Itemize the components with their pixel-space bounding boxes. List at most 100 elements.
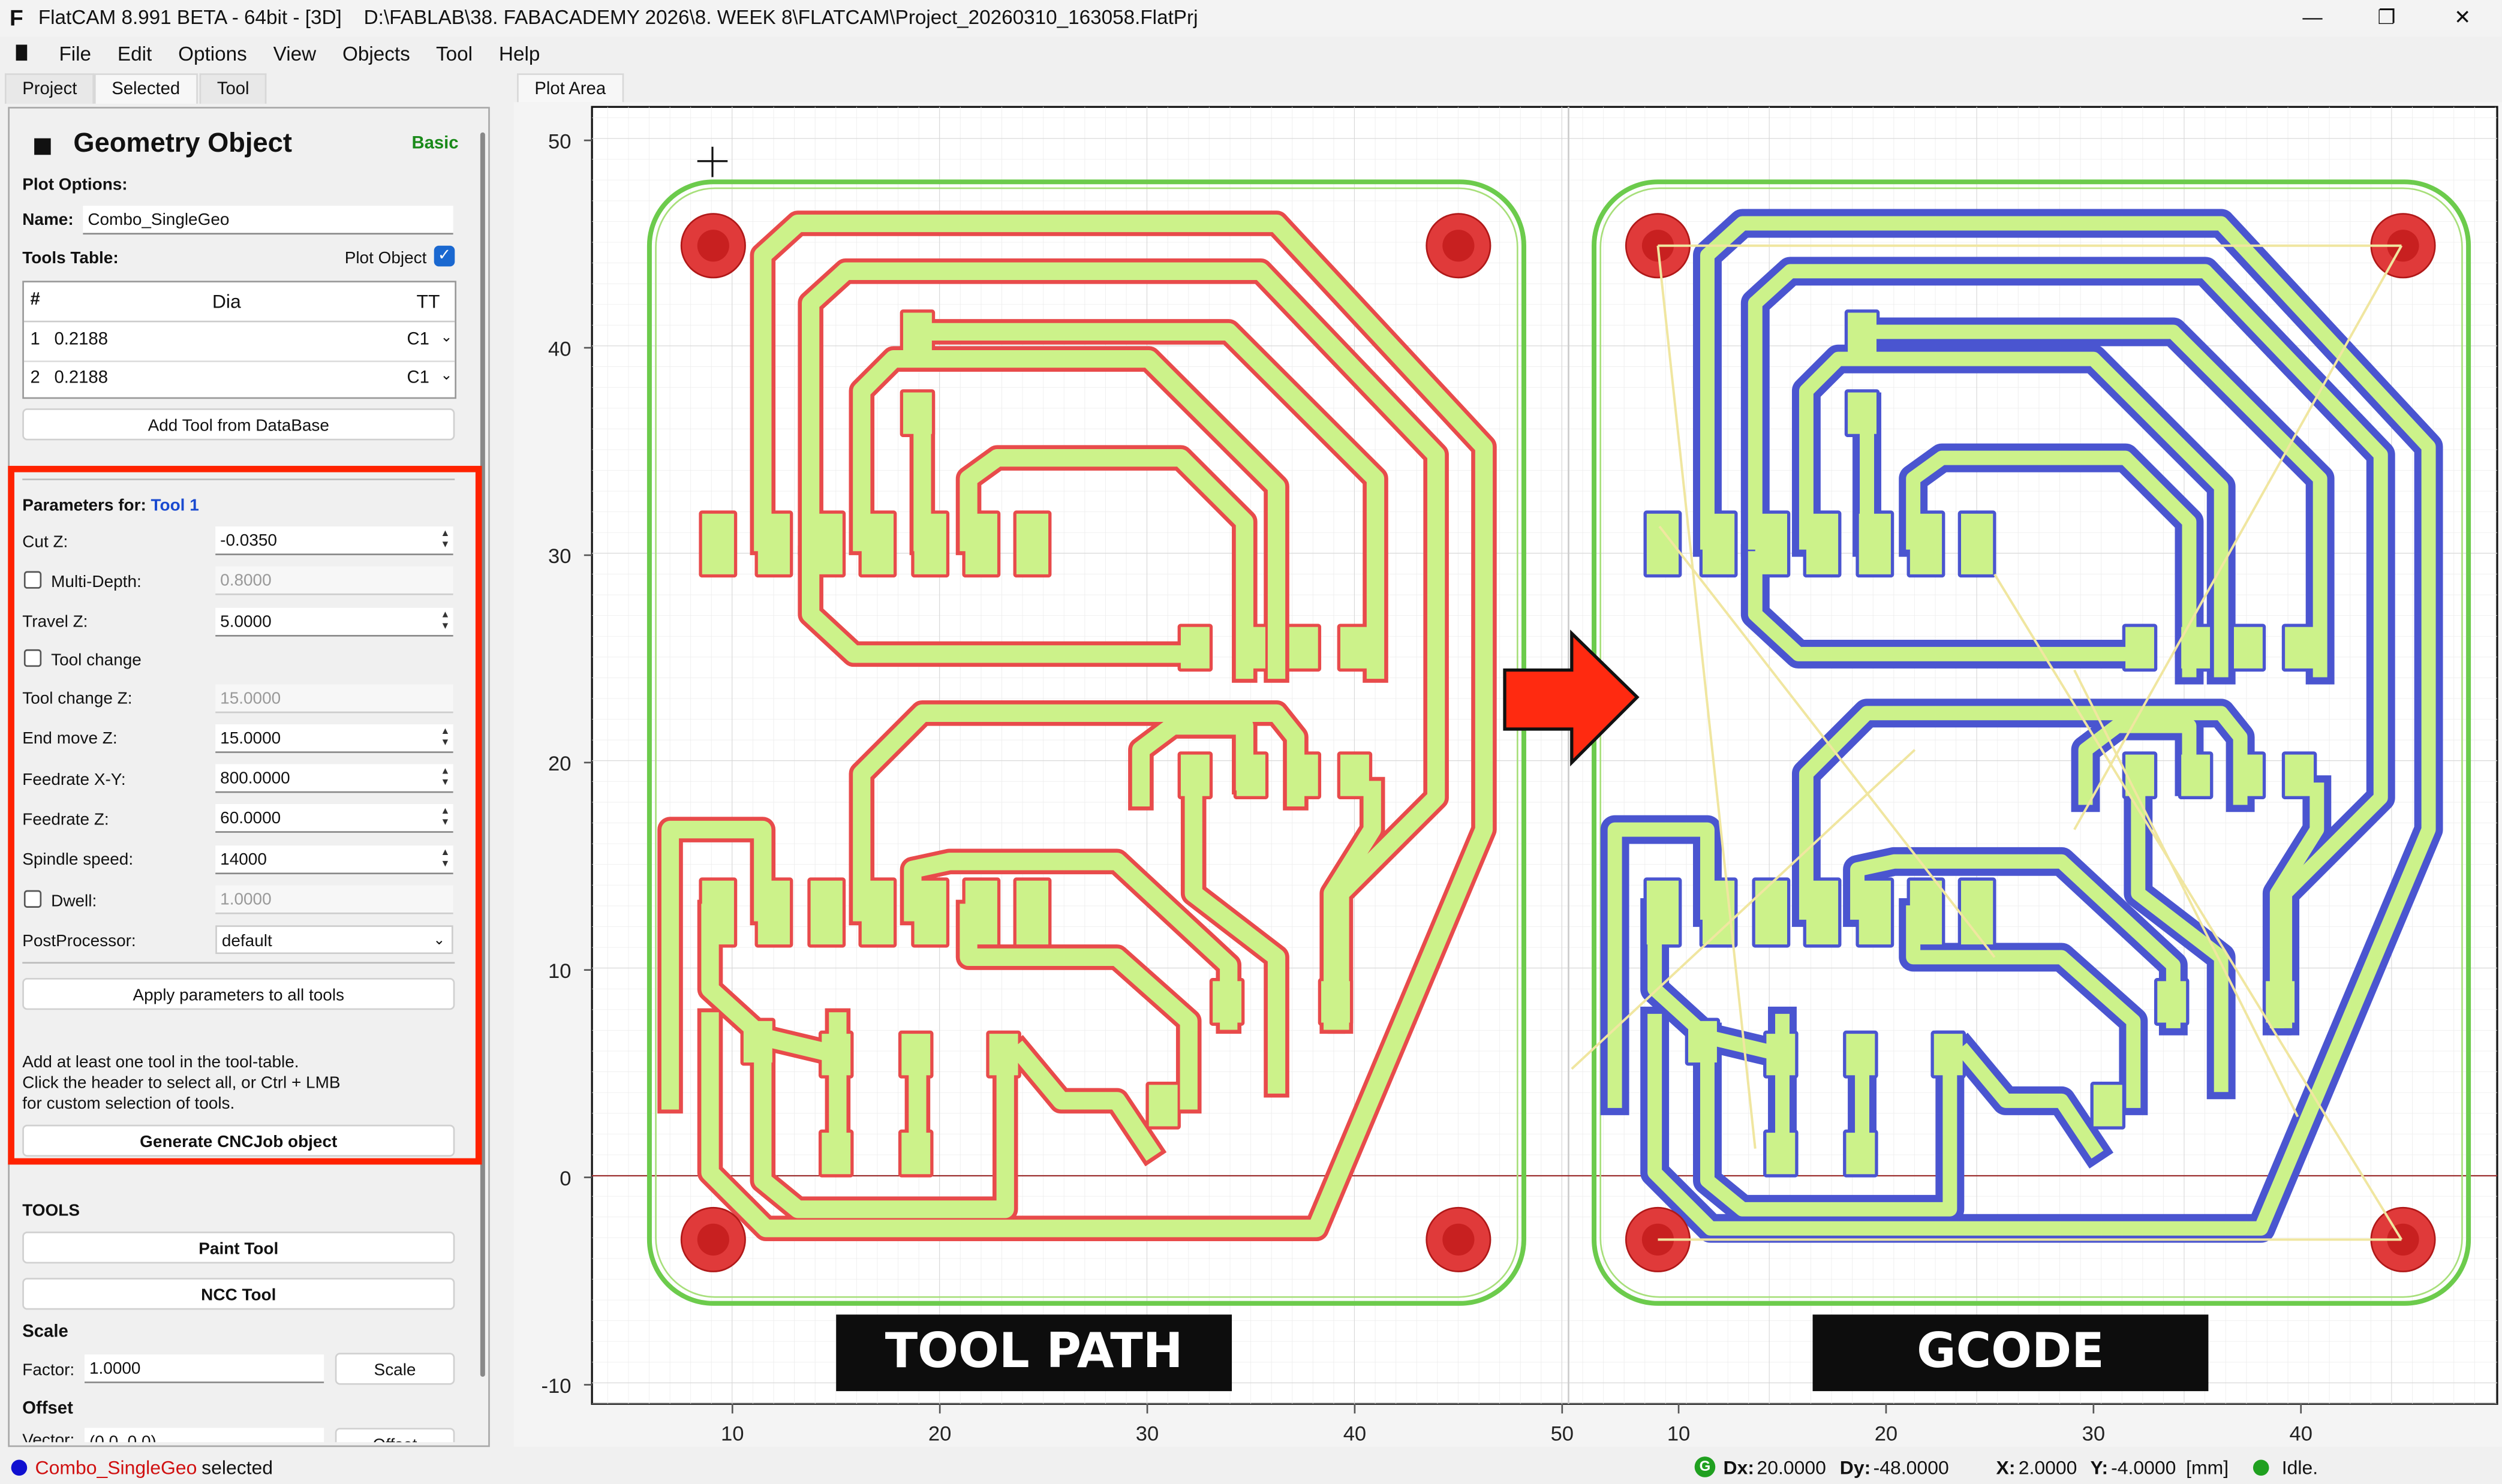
spinner-icon[interactable]: ▲▼ [440, 807, 450, 828]
tab-project[interactable]: Project [4, 73, 95, 104]
travel-z-value: 5.0000 [220, 612, 272, 632]
pad [1848, 312, 1876, 354]
chevron-down-icon[interactable]: ⌄ [440, 366, 453, 383]
paint-tool-button[interactable]: Paint Tool [22, 1232, 455, 1264]
menu-tool[interactable]: Tool [436, 43, 473, 66]
multi-depth-checkbox[interactable] [23, 571, 42, 589]
multi-depth-value: 0.8000 [220, 571, 272, 591]
dx-label: Dx: [1723, 1456, 1755, 1479]
app-level-badge[interactable]: Basic [411, 134, 459, 153]
tool-change-checkbox[interactable] [23, 649, 42, 667]
app-state: Idle. [2281, 1456, 2318, 1479]
offset-button[interactable]: Offset [335, 1428, 455, 1443]
menu-edit[interactable]: Edit [117, 43, 152, 66]
pad [1213, 981, 1242, 1023]
header-tt[interactable]: TT [416, 290, 440, 313]
dwell-input[interactable]: 1.0000 [215, 885, 453, 914]
trace [960, 448, 1253, 679]
travel-z-input[interactable]: 5.0000 ▲▼ [215, 607, 453, 637]
y-tick-label: 40 [548, 338, 571, 360]
table-row[interactable]: 1 0.2188 C1 ⌄ [23, 322, 455, 362]
tab-plot-area[interactable]: Plot Area [517, 73, 624, 104]
scale-button[interactable]: Scale [335, 1353, 455, 1385]
y-value: -4.0000 [2111, 1456, 2176, 1479]
postprocessor-select[interactable]: default⌄ [215, 925, 453, 955]
feedrate-z-value: 60.0000 [220, 808, 281, 828]
trace [1799, 706, 2248, 920]
trace [853, 350, 1286, 679]
table-row[interactable]: 2 0.2188 C1 ⌄ [24, 360, 455, 399]
name-input[interactable]: Combo_SingleGeo [83, 206, 453, 235]
header-dia[interactable]: Dia [212, 290, 241, 313]
menu-view[interactable]: View [273, 43, 317, 66]
pad [1289, 627, 1318, 669]
row-tt-select[interactable]: C1 [407, 368, 429, 388]
toolpath-view [646, 179, 1526, 1306]
x-tick-label: 50 [1551, 1423, 1574, 1446]
feedrate-z-input[interactable]: 60.0000 ▲▼ [215, 803, 453, 833]
pad [702, 513, 734, 574]
tab-selected[interactable]: Selected [94, 73, 198, 104]
spindle-speed-label: Spindle speed: [22, 850, 134, 870]
ncc-tool-button[interactable]: NCC Tool [22, 1278, 455, 1310]
spinner-icon[interactable]: ▲▼ [440, 529, 450, 550]
dwell-checkbox[interactable] [23, 890, 42, 908]
row-tt-select[interactable]: C1 [407, 330, 429, 350]
trace [1132, 717, 1253, 806]
close-button[interactable]: ✕ [2454, 6, 2471, 29]
spinner-icon[interactable]: ▲▼ [440, 727, 450, 748]
pad [1933, 1034, 1963, 1076]
geometry-icon: ◼︎ [32, 132, 53, 160]
table-header[interactable]: # Dia TT [23, 282, 455, 323]
y-label: Y: [2090, 1456, 2109, 1479]
menu-options[interactable]: Options [178, 43, 247, 66]
cut-z-input[interactable]: -0.0350▲▼ [215, 526, 453, 555]
menu-objects[interactable]: Objects [342, 43, 410, 66]
trace [1799, 351, 2229, 678]
selected-text: selected [196, 1456, 273, 1479]
trace [661, 820, 772, 1110]
end-move-z-input[interactable]: 15.0000▲▼ [215, 724, 453, 753]
scale-factor-input[interactable]: 1.0000 [85, 1354, 324, 1383]
maximize-button[interactable]: ❐ [2377, 6, 2396, 29]
trace [1647, 216, 2436, 1236]
tool-change-z-input[interactable]: 15.0000 [215, 684, 453, 714]
spinner-icon[interactable]: ▲▼ [440, 848, 450, 870]
tools-table-label: Tools Table: [22, 249, 119, 268]
menu-help[interactable]: Help [498, 43, 540, 66]
apply-to-all-tools-button[interactable]: Apply parameters to all tools [22, 978, 455, 1010]
minimize-button[interactable]: — [2302, 6, 2323, 29]
chevron-down-icon[interactable]: ⌄ [440, 329, 453, 345]
panel-scrollbar[interactable] [480, 132, 485, 1377]
offset-vector-input[interactable]: (0.0, 0.0) [85, 1428, 324, 1443]
menu-file[interactable]: File [59, 43, 92, 66]
tools-table: # Dia TT 1 0.2188 C1 ⌄ 2 0.2188 C1 ⌄ [22, 281, 456, 399]
pad [2157, 981, 2187, 1023]
trace [1324, 781, 1381, 1030]
feedrate-xy-input[interactable]: 800.0000▲▼ [215, 764, 453, 793]
pad [2285, 627, 2314, 669]
generate-cncjob-button[interactable]: Generate CNCJob object [22, 1124, 455, 1157]
pad [2125, 754, 2154, 796]
add-tool-from-db-button[interactable]: Add Tool from DataBase [22, 408, 455, 441]
board-outline [646, 179, 1526, 1306]
row-dia[interactable]: 0.2188 [54, 330, 109, 350]
toggle-panel-icon[interactable] [16, 44, 28, 61]
tab-tool[interactable]: Tool [199, 73, 267, 104]
pad [810, 513, 843, 574]
pad [1289, 754, 1318, 796]
header-number[interactable]: # [30, 290, 40, 310]
spinner-icon[interactable]: ▲▼ [440, 611, 450, 632]
selected-object-name: Combo_SingleGeo [35, 1456, 197, 1479]
spindle-speed-input[interactable]: 14000▲▼ [215, 845, 453, 875]
pad [1766, 1133, 1796, 1175]
row-dia[interactable]: 0.2188 [54, 368, 109, 388]
multi-depth-input[interactable]: 0.8000 [215, 566, 453, 595]
grid-snap-icon[interactable]: G [1694, 1456, 1716, 1477]
tool-path-label: TOOL PATH [836, 1314, 1232, 1392]
spinner-icon[interactable]: ▲▼ [440, 767, 450, 788]
plot-object-checkbox[interactable]: ✓ [434, 245, 455, 267]
hint-line: Click the header to select all, or Ctrl … [22, 1073, 341, 1093]
pad [1688, 1021, 1717, 1063]
